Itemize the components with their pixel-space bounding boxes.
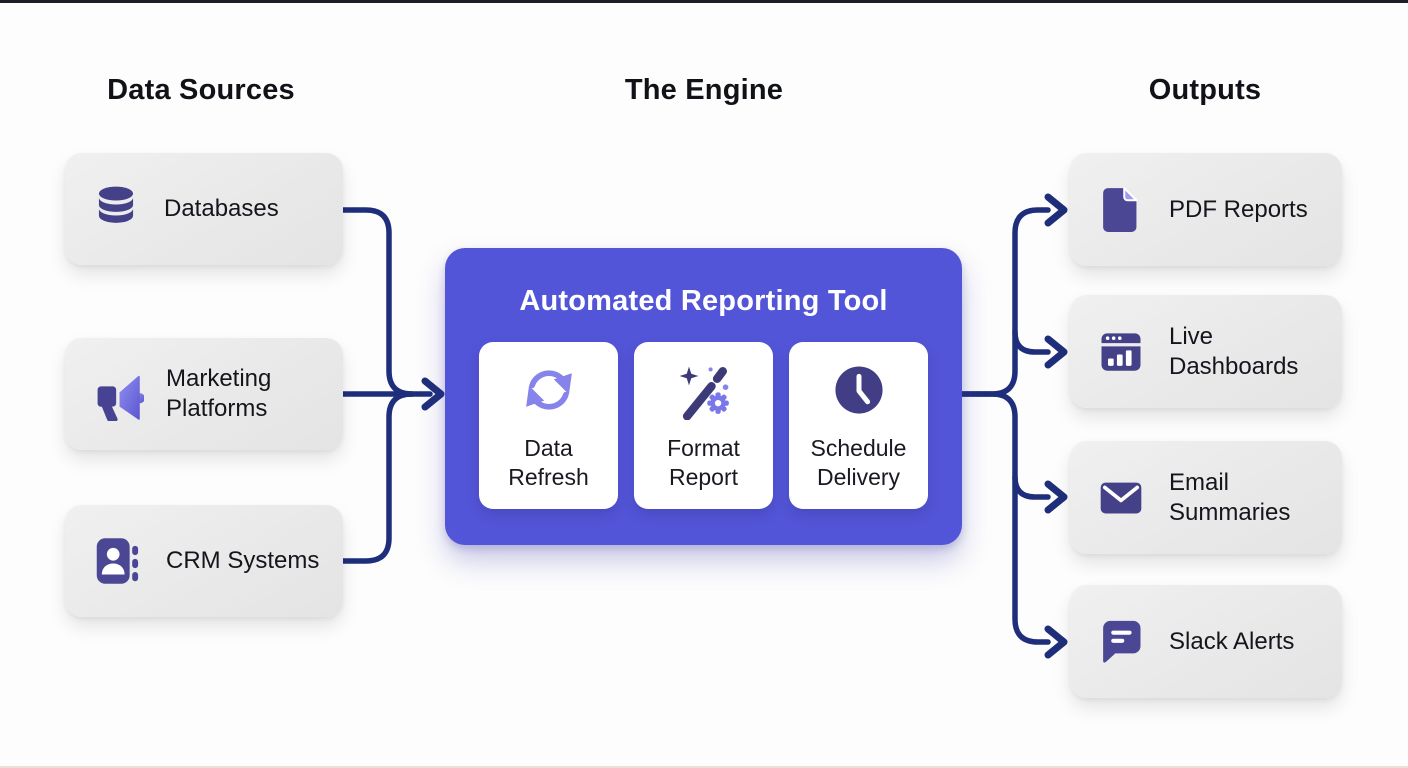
card-label: Marketing Platforms [166, 365, 272, 422]
output-card-live-dashboards: Live Dashboards [1070, 295, 1342, 408]
connector-engine-to-email [1012, 474, 1051, 500]
card-label: Email Summaries [1169, 468, 1291, 526]
refresh-icon [519, 359, 579, 421]
database-icon [90, 183, 142, 235]
dashboard-browser-icon [1095, 326, 1147, 378]
chat-bubble-icon [1095, 616, 1147, 668]
arrowhead-slack [1044, 625, 1068, 659]
connector-engine-to-dashboards [1012, 329, 1051, 355]
source-card-marketing-platforms: Marketing Platforms [65, 338, 343, 450]
engine-box-title: Automated Reporting Tool [519, 285, 888, 317]
connector-engine-to-slack [959, 391, 1051, 645]
column-title-data-sources: Data Sources [107, 74, 295, 106]
arrowhead-pdf [1044, 193, 1068, 227]
source-card-databases: Databases [65, 153, 343, 265]
connector-databases-to-engine [340, 207, 415, 397]
contacts-book-icon [90, 534, 144, 588]
top-edge-line [0, 0, 1408, 3]
clock-icon [830, 359, 888, 421]
megaphone-icon [90, 367, 144, 421]
card-label: Slack Alerts [1169, 627, 1295, 655]
card-label: Databases [164, 195, 279, 222]
feature-label: Data Refresh [508, 435, 589, 490]
source-card-crm-systems: CRM Systems [65, 505, 343, 617]
card-label: Live Dashboards [1169, 322, 1299, 380]
bottom-edge-line [0, 766, 1408, 768]
feature-card-schedule-delivery: Schedule Delivery [789, 342, 928, 509]
arrowhead-email [1044, 480, 1068, 514]
column-title-outputs: Outputs [1148, 74, 1262, 106]
card-label: PDF Reports [1169, 195, 1308, 223]
feature-card-data-refresh: Data Refresh [479, 342, 618, 509]
email-envelope-icon [1095, 472, 1147, 524]
magic-wand-icon [674, 359, 734, 421]
arrowhead-dashboards [1044, 335, 1068, 369]
feature-card-format-report: Format Report [634, 342, 773, 509]
feature-label: Format Report [667, 435, 740, 490]
output-card-email-summaries: Email Summaries [1070, 441, 1342, 554]
connector-crm-to-engine [340, 391, 415, 564]
output-card-pdf-reports: PDF Reports [1070, 153, 1342, 266]
connector-engine-to-pdf [959, 207, 1051, 397]
pdf-document-icon [1095, 184, 1147, 236]
column-title-the-engine: The Engine [624, 74, 784, 106]
feature-label: Schedule Delivery [810, 435, 907, 490]
card-label: CRM Systems [166, 547, 320, 574]
output-card-slack-alerts: Slack Alerts [1070, 585, 1342, 698]
arrowhead-into-engine [421, 377, 445, 411]
